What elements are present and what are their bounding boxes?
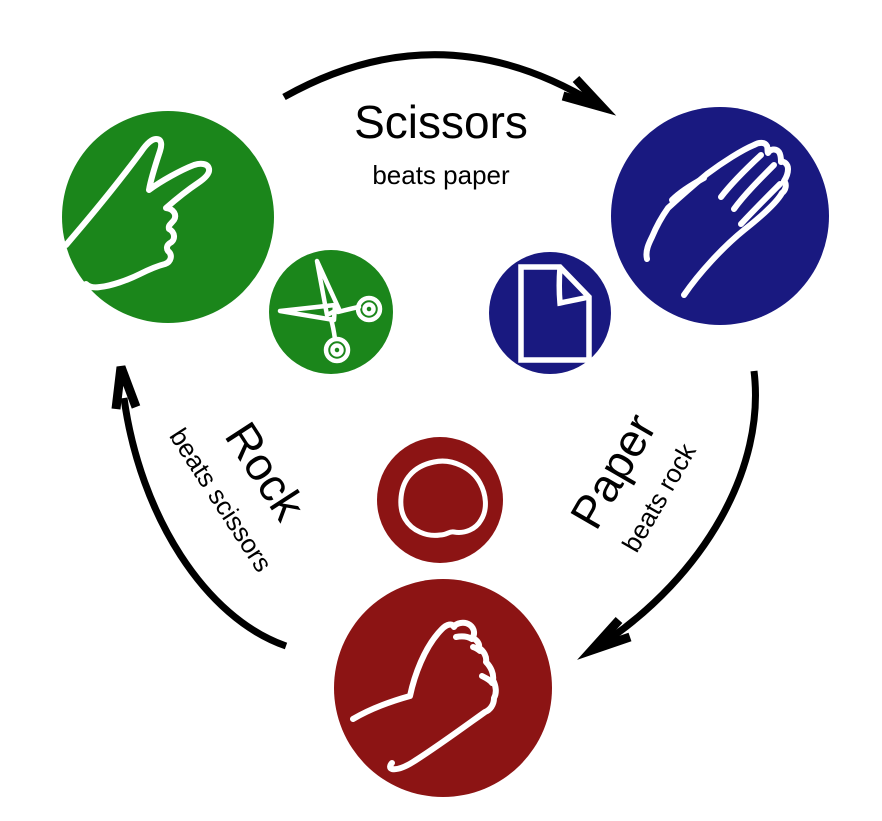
document-icon (489, 252, 611, 374)
fist-icon (334, 579, 552, 797)
stone-outline (398, 458, 488, 538)
paper-hand-outline (643, 139, 791, 298)
edge-label-scissors-beats-paper: Scissors beats paper (281, 97, 601, 191)
rock-node-circle (334, 579, 552, 797)
paper-node-circle (611, 107, 829, 325)
edge-subtitle: beats paper (372, 160, 510, 190)
scissors-hand-icon (62, 111, 274, 323)
arrow-paper-to-rock (577, 370, 759, 660)
stone-icon (377, 437, 503, 563)
document-page (518, 264, 592, 363)
scissors-icon (269, 250, 393, 374)
scissors-node-circle (62, 111, 274, 323)
scissors-blades (277, 258, 383, 364)
paper-object-circle (489, 252, 611, 374)
edge-title: Scissors (354, 96, 528, 148)
arrow-scissors-to-paper (282, 51, 617, 116)
scissors-hand-outline (63, 136, 213, 291)
fist-outline (350, 619, 499, 773)
paper-hand-icon (611, 107, 829, 325)
arrow-rock-to-scissors (111, 365, 288, 650)
